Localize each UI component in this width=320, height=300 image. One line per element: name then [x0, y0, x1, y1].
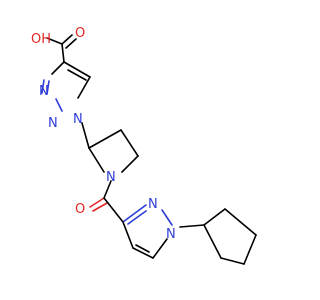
- atom-label-pyrazole-n2: N: [148, 197, 158, 212]
- triazole-ring: [41, 61, 91, 112]
- bond-c5p-n: [121, 155, 139, 173]
- bond-n1-pyrrolidine: [81, 122, 90, 149]
- bond-c5-c4: [132, 247, 154, 259]
- pyrrolidine-ring: [88, 129, 139, 173]
- bond-c5-n1: [77, 76, 91, 99]
- atom-label-pyrrolidine-n: N: [106, 170, 116, 185]
- structure-canvas: OH O N N N N O N N: [31, 26, 257, 265]
- pyrazole-ring: [122, 204, 173, 259]
- bond-n3-c4: [51, 61, 65, 75]
- bond-c4-c3: [122, 221, 134, 249]
- bond-co-a: [89, 197, 105, 208]
- cyclopentyl-ring: [203, 208, 257, 265]
- bond-c-o-double-b: [65, 38, 77, 49]
- bond-c4-c5-inner: [67, 69, 87, 81]
- atom-label-triazole-n1: N: [73, 112, 83, 127]
- bond-n-c2: [88, 147, 105, 173]
- bond-n1-cyclopentyl: [179, 224, 205, 228]
- atom-label-hydroxyl: OH: [31, 32, 51, 47]
- bond-n1-n2: [55, 98, 63, 112]
- bond-carbonyl-pyrazole: [103, 197, 124, 223]
- bond-c-ring: [61, 43, 65, 63]
- atom-label-pyrazole-n1: N: [166, 227, 176, 242]
- bond-n2-n3-b: [46, 80, 50, 95]
- bond-cp-2: [220, 257, 245, 265]
- bond-c4-c5p: [120, 129, 139, 157]
- bond-c5-c4-inner: [135, 244, 150, 253]
- bond-c-oh: [46, 37, 63, 45]
- bond-c4-c5: [63, 61, 91, 78]
- atom-label-triazole-n2: N: [48, 116, 58, 131]
- amide-group: [89, 180, 124, 223]
- bond-cp-5: [203, 208, 226, 226]
- bond-n2-n1: [161, 209, 173, 226]
- bond-cp-1: [203, 224, 222, 259]
- bond-c3-c4: [88, 129, 122, 149]
- bond-c3-n2: [122, 204, 147, 223]
- bond-c-o-double-a: [61, 34, 73, 45]
- bond-cp-4: [224, 208, 257, 236]
- bond-cp-3: [243, 234, 257, 265]
- bond-n1-c5: [152, 238, 168, 259]
- bond-n2-n3-a: [41, 79, 45, 94]
- carboxylic-acid-group: [46, 34, 77, 63]
- atom-label-triazole-n3: N: [39, 84, 49, 99]
- atom-label-acid-carbonyl-o: O: [75, 26, 85, 41]
- bond-n-carbonyl: [103, 180, 112, 199]
- bond-c3-n2-inner: [127, 210, 147, 225]
- atom-label-amide-o: O: [75, 202, 85, 217]
- bond-co-b: [92, 202, 108, 212]
